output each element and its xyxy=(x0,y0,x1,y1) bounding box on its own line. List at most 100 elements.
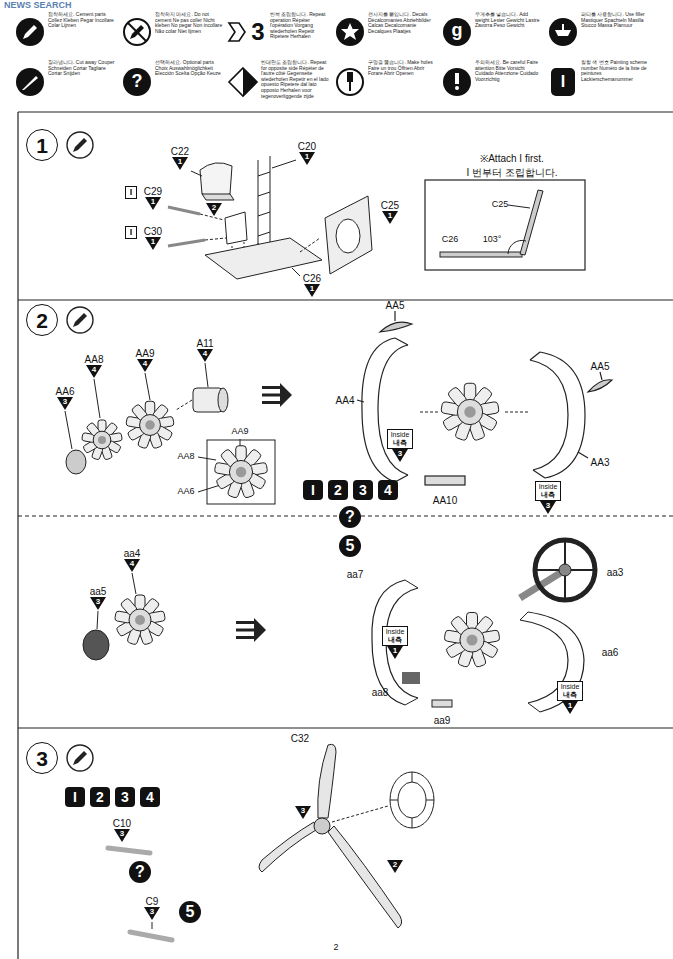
propeller xyxy=(332,806,388,822)
legend-text: 반복 조립합니다. Repeat operation Répéter l'opé… xyxy=(270,11,325,39)
legend-entry: 구멍을 뚫습니다. Make holes Faire un trou Öffne… xyxy=(368,60,436,77)
paint-scheme-marker: 3 xyxy=(115,787,135,807)
sequence-number: 3 xyxy=(144,907,160,916)
direction-arrow xyxy=(236,383,292,642)
triangle-shape xyxy=(387,646,403,659)
sequence-triangle: 4 xyxy=(137,359,153,372)
step-number-text: 3 xyxy=(36,748,48,769)
legend-icons xyxy=(347,72,353,82)
paint-scheme-marker: 3 xyxy=(353,480,373,500)
sequence-triangle: 3 xyxy=(57,397,73,410)
direction-arrow xyxy=(262,401,280,404)
sequence-triangle: 2 xyxy=(206,203,222,216)
paint-scheme-marker: I xyxy=(65,787,85,807)
cowling xyxy=(378,345,408,475)
seat-assembly xyxy=(336,219,360,253)
seat-assembly xyxy=(225,212,247,244)
sequence-triangle: 2 xyxy=(206,203,222,216)
part-label: C32 xyxy=(291,733,309,744)
part-label: aa6 xyxy=(602,647,619,658)
engine-parts-alt xyxy=(405,698,418,705)
triangle-shape xyxy=(304,284,320,297)
propeller xyxy=(328,826,402,928)
option-marker: 5 xyxy=(339,535,361,557)
part-number: C251 xyxy=(380,200,400,224)
part-label: aa9 xyxy=(434,715,451,726)
sequence-triangle: 3 xyxy=(295,806,311,819)
cowling xyxy=(530,360,568,470)
direction-arrow xyxy=(280,383,292,407)
cowling xyxy=(530,352,540,360)
legend-text: 접착하세요. Cement parts Collez Kleben Pegar … xyxy=(48,11,114,28)
legend-icons xyxy=(443,18,471,46)
sequence-number: 4 xyxy=(124,559,140,568)
sequence-triangle: 2 xyxy=(387,860,403,873)
marker-text: ? xyxy=(135,864,145,880)
sequence-triangle: 1 xyxy=(387,646,403,659)
part-number: AA94 xyxy=(135,348,156,372)
part-number-text: C25 xyxy=(380,200,400,211)
direction-arrow xyxy=(236,636,254,639)
legend-icons xyxy=(16,18,44,46)
cement-step-icon xyxy=(67,307,93,333)
part-number-text: AA9 xyxy=(135,348,156,359)
page-frame xyxy=(18,727,673,728)
part-label: aa8 xyxy=(372,687,389,698)
legend-icons xyxy=(562,24,564,30)
sequence-triangle: 1 xyxy=(172,157,188,170)
inside-text: Inside xyxy=(391,431,410,439)
engine-parts-alt xyxy=(528,612,584,712)
sequence-triangle: 4 xyxy=(124,559,140,572)
sequence-triangle: 2 xyxy=(387,860,403,873)
sequence-triangle: 3 xyxy=(295,806,311,819)
symbol-glyph: g xyxy=(452,21,463,41)
seat-assembly xyxy=(202,194,234,200)
legend-text: 칠할 색 번호 Painting scheme number Numéro de… xyxy=(581,59,647,82)
engine-parts xyxy=(66,450,86,474)
legend-icons xyxy=(16,68,44,96)
paint-scheme-marker: I xyxy=(303,480,323,500)
marker-text: 4 xyxy=(384,483,392,497)
angle-dimension: 103° xyxy=(483,235,502,245)
cement-step-icon xyxy=(67,307,93,333)
legend-entry: 반대편도 조립합니다. Repeat for opposite side Rép… xyxy=(261,60,329,99)
engine-parts-alt xyxy=(83,540,595,712)
legend-icons xyxy=(443,18,471,46)
direction-arrow xyxy=(262,394,280,397)
cement-step-icon xyxy=(67,132,93,158)
sequence-number: 1 xyxy=(145,237,161,246)
part-number-text: C22 xyxy=(170,146,190,157)
part-label: AA3 xyxy=(591,457,610,468)
part-number-text: C30 xyxy=(143,226,163,237)
cement-step-icon xyxy=(73,751,87,765)
watermark: NEWS SEARCH xyxy=(4,1,72,11)
page-frame xyxy=(17,112,18,959)
legend-icons xyxy=(243,68,257,96)
marker-text: I xyxy=(311,483,315,497)
angle-inset xyxy=(425,180,585,270)
legend-icons xyxy=(349,82,351,91)
first-mark: I xyxy=(125,186,137,199)
cement-step-icon xyxy=(67,745,93,771)
cement-step-icon xyxy=(73,138,87,152)
part-label: AA10 xyxy=(433,495,457,506)
part-number: C201 xyxy=(297,141,317,165)
legend-entry: 접착하지 마세요. Do not cement Ne pas coller Ni… xyxy=(155,12,223,34)
legend-icons xyxy=(549,18,577,46)
part-number-text: C29 xyxy=(143,186,163,197)
direction-arrow xyxy=(236,618,266,642)
part-label: AA8 xyxy=(177,452,194,462)
triangle-shape xyxy=(172,157,188,170)
legend-icons xyxy=(455,86,459,90)
sequence-number: 1 xyxy=(299,152,315,161)
legend-icons xyxy=(229,23,245,41)
sequence-number: 4 xyxy=(86,365,102,374)
assembly-note: I 번부터 조립합니다. xyxy=(466,167,557,178)
sequence-number: 2 xyxy=(387,860,403,869)
legend-entry: 무게추를 넣습니다. Add weight Lester Gewicht Las… xyxy=(475,12,543,29)
marker-text: 5 xyxy=(346,538,355,554)
engine-parts-alt xyxy=(520,570,565,598)
legend-icons xyxy=(124,19,150,45)
symbol-glyph: I xyxy=(561,73,565,91)
triangle-shape xyxy=(145,197,161,210)
